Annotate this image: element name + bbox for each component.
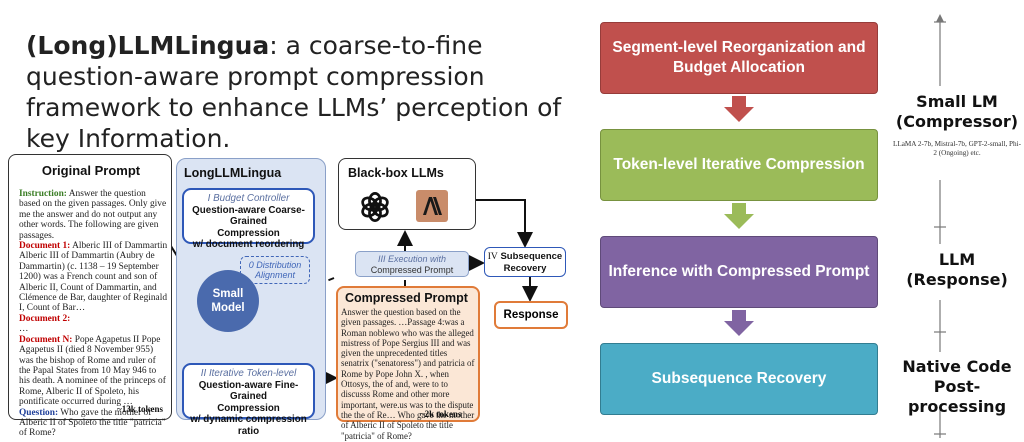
label-native-line2: Post-processing <box>907 377 1007 416</box>
anthropic-icon <box>416 190 448 222</box>
budget-num: I <box>207 193 211 204</box>
label-small-lm-line2: (Compressor) <box>895 112 1019 131</box>
arrow-blackbox-to-subsequence <box>476 199 533 248</box>
distribution-num: 0 <box>248 260 254 270</box>
execution-num: III <box>377 254 386 264</box>
budget-line3: w/ document reordering <box>192 239 305 250</box>
question-label: Question: <box>19 407 59 418</box>
original-prompt-title: Original Prompt <box>41 163 141 178</box>
original-prompt-box: Original Prompt Instruction: Answer the … <box>8 154 172 438</box>
budget-line1: Question-aware Coarse-Grained <box>192 204 305 228</box>
doc2-label: Document 2: <box>19 313 71 324</box>
label-small-lm: Small LM (Compressor) <box>890 92 1024 132</box>
label-native-line1: Native Code <box>902 357 1012 376</box>
label-llm-line1: LLM <box>938 250 976 269</box>
compressed-prompt-box <box>336 286 480 422</box>
budget-line2: Compression <box>217 227 280 239</box>
flow-arrow-3 <box>724 310 754 336</box>
blackbox-llms-box <box>338 158 476 230</box>
longllmlingua-title: LongLLMLingua <box>184 166 282 180</box>
stage-segment-reorganization: Segment-level Reorganization and Budget … <box>600 22 878 94</box>
small-model-line1: Small <box>212 288 244 300</box>
execution-box: III Execution with Compressed Prompt <box>355 251 469 277</box>
stage-subsequence-recovery: Subsequence Recovery <box>600 343 878 415</box>
compressed-token-count: ~2k tokens <box>420 409 462 419</box>
distribution-line2: Alignment <box>254 270 296 280</box>
iterative-role: Iterative Token-level <box>208 368 297 379</box>
flow-arrow-1 <box>724 96 754 122</box>
budget-role: Budget Controller <box>213 193 290 204</box>
ellipsis: … <box>19 324 29 335</box>
headline-rest: : a coarse-to-fine question-aware prompt… <box>26 31 562 153</box>
subsequence-recovery-box: IV Subsequence Recovery <box>484 247 566 277</box>
iterative-line3: w/ dynamic compression ratio <box>190 414 307 437</box>
headline: (Long)LLMLingua: a coarse-to-fine questi… <box>26 30 586 154</box>
compressed-prompt-title: Compressed Prompt <box>345 291 468 305</box>
question-text: Who gave the mother of Alberic II of Spo… <box>19 407 166 439</box>
distribution-line1: Distribution <box>256 260 302 270</box>
openai-icon <box>361 192 389 222</box>
instruction-text: Answer the question based on the given p… <box>19 189 167 241</box>
label-small-lm-line1: Small LM <box>916 92 998 111</box>
small-model-line2: Model <box>211 302 245 314</box>
stage-token-iterative-compression: Token-level Iterative Compression <box>600 129 878 201</box>
label-llm-line2: (Response) <box>906 270 1008 289</box>
iterative-line2: Compression <box>217 402 280 414</box>
headline-bold: (Long)LLMLingua <box>26 31 270 60</box>
budget-controller-box: I Budget Controller Question-aware Coars… <box>182 188 315 250</box>
bracket-lines <box>934 18 946 438</box>
subsequence-line1: Subsequence <box>500 251 563 262</box>
flow-arrow-2 <box>724 203 754 229</box>
iterative-num: II <box>200 368 207 379</box>
label-llm: LLM (Response) <box>890 250 1024 290</box>
execution-line2: Compressed Prompt <box>370 264 454 275</box>
doc1-label: Document 1: <box>19 241 71 252</box>
subsequence-line2: Recovery <box>503 263 547 274</box>
execution-line1: Execution with <box>388 254 447 264</box>
label-native-code: Native Code Post-processing <box>890 357 1024 417</box>
original-token-count: ~13k tokens <box>117 404 163 414</box>
iterative-line1: Question-aware Fine-Grained <box>198 379 299 403</box>
subsequence-num: IV <box>487 252 498 262</box>
response-box: Response <box>494 301 568 329</box>
instruction-label: Instruction: <box>19 189 67 199</box>
docN-text: Pope Agapetus II Pope Agapetus II (died … <box>19 334 166 408</box>
distribution-alignment-box: 0 Distribution Alignment <box>240 256 310 284</box>
stage-inference: Inference with Compressed Prompt <box>600 236 878 308</box>
blackbox-title: Black-box LLMs <box>348 166 444 180</box>
iterative-token-box: II Iterative Token-level Question-aware … <box>182 363 315 437</box>
doc1-text: Alberic III of Dammartin Alberic III of … <box>19 241 168 314</box>
original-prompt-text: Instruction: Answer the question based o… <box>19 189 169 439</box>
docN-label: Document N: <box>19 334 73 345</box>
compressed-prompt-text: Answer the question based on the given p… <box>341 307 475 441</box>
label-model-list: LLaMA 2-7b, Mistral-7b, GPT-2-small, Phi… <box>892 140 1022 157</box>
